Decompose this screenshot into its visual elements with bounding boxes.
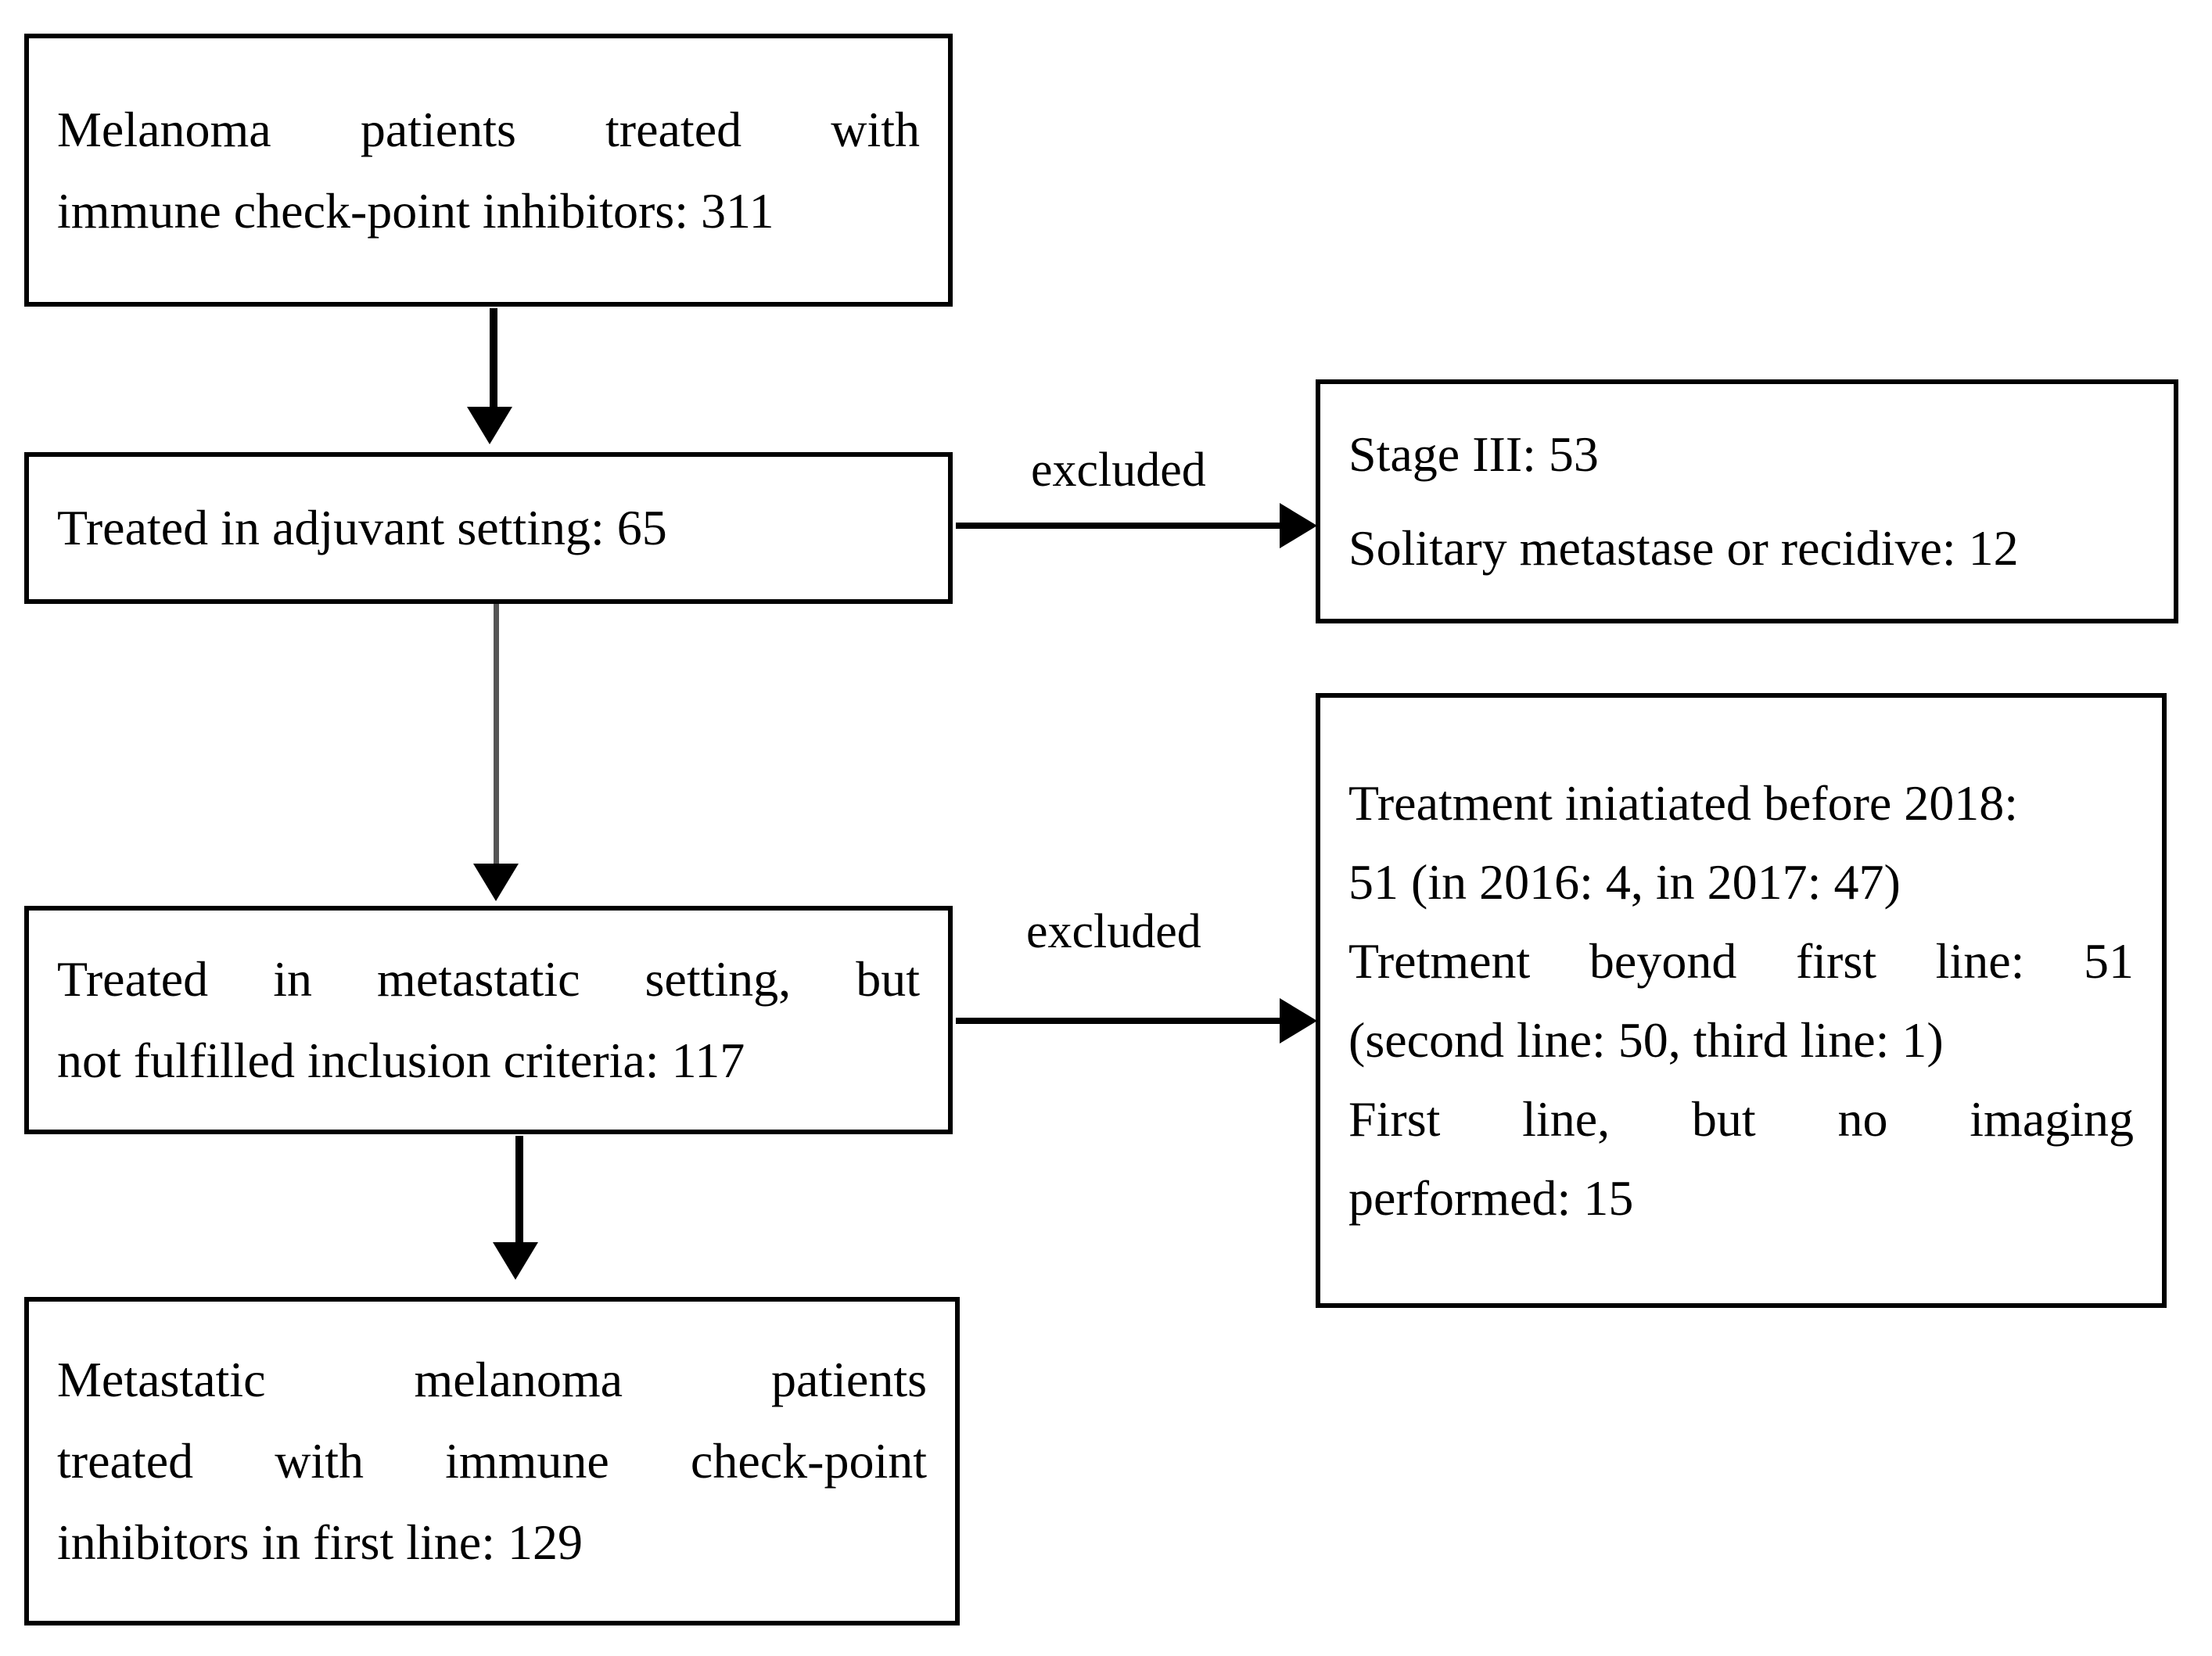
node-line: Treated in adjuvant setting: 65 [57,500,667,556]
edge-label-adjuvant-excluded: excluded [1031,444,1206,497]
connector-adjuvant-excluded-stem [956,523,1294,529]
node-line: Stage III: 53 [1348,426,1599,482]
connector-metastatic-excluded-stem [956,1018,1294,1024]
node-line: treated with immune check-point [57,1433,927,1489]
arrow-right-icon [1280,998,1317,1044]
arrow-right-icon [1280,503,1317,548]
node-melanoma-patients-total: Melanoma patients treated with immune ch… [24,34,953,307]
node-line: Treatment iniatiated before 2018: [1348,774,2019,831]
node-line: Tretment beyond first line: 51 [1348,932,2134,989]
node-line: immune check-point inhibitors: 311 [57,182,774,239]
arrow-down-icon [473,864,519,901]
node-line: not fulfilled inclusion criteria: 117 [57,1033,745,1088]
node-adjuvant-exclusion-reasons: Stage III: 53 Solitary metastase or reci… [1316,379,2178,623]
node-line: performed: 15 [1348,1170,1634,1227]
arrow-down-icon [467,407,512,444]
node-treated-adjuvant-setting: Treated in adjuvant setting: 65 [24,452,953,604]
connector-enrolled-to-adjuvant-stem [490,308,497,410]
node-line: 51 (in 2016: 4, in 2017: 47) [1348,853,1901,910]
node-line: Solitary metastase or recidive: 12 [1348,520,2019,576]
node-line: Melanoma patients treated with [57,101,920,157]
edge-label-metastatic-excluded: excluded [1026,905,1201,958]
connector-metastatic-to-final-stem [515,1136,523,1245]
node-line: inhibitors in first line: 129 [57,1514,583,1570]
node-line: (second line: 50, third line: 1) [1348,1012,1944,1068]
node-treated-metastatic-not-eligible: Treated in metastatic setting, but not f… [24,906,953,1134]
node-line: First line, but no imaging [1348,1091,2134,1148]
connector-adjuvant-to-metastatic-stem [494,604,499,866]
node-line: Treated in metastatic setting, but [57,951,920,1008]
node-line: Metastatic melanoma patients [57,1352,927,1408]
node-metastatic-exclusion-reasons: Treatment iniatiated before 2018: 51 (in… [1316,693,2167,1308]
arrow-down-icon [493,1242,538,1280]
node-final-cohort-first-line: Metastatic melanoma patients treated wit… [24,1297,960,1625]
